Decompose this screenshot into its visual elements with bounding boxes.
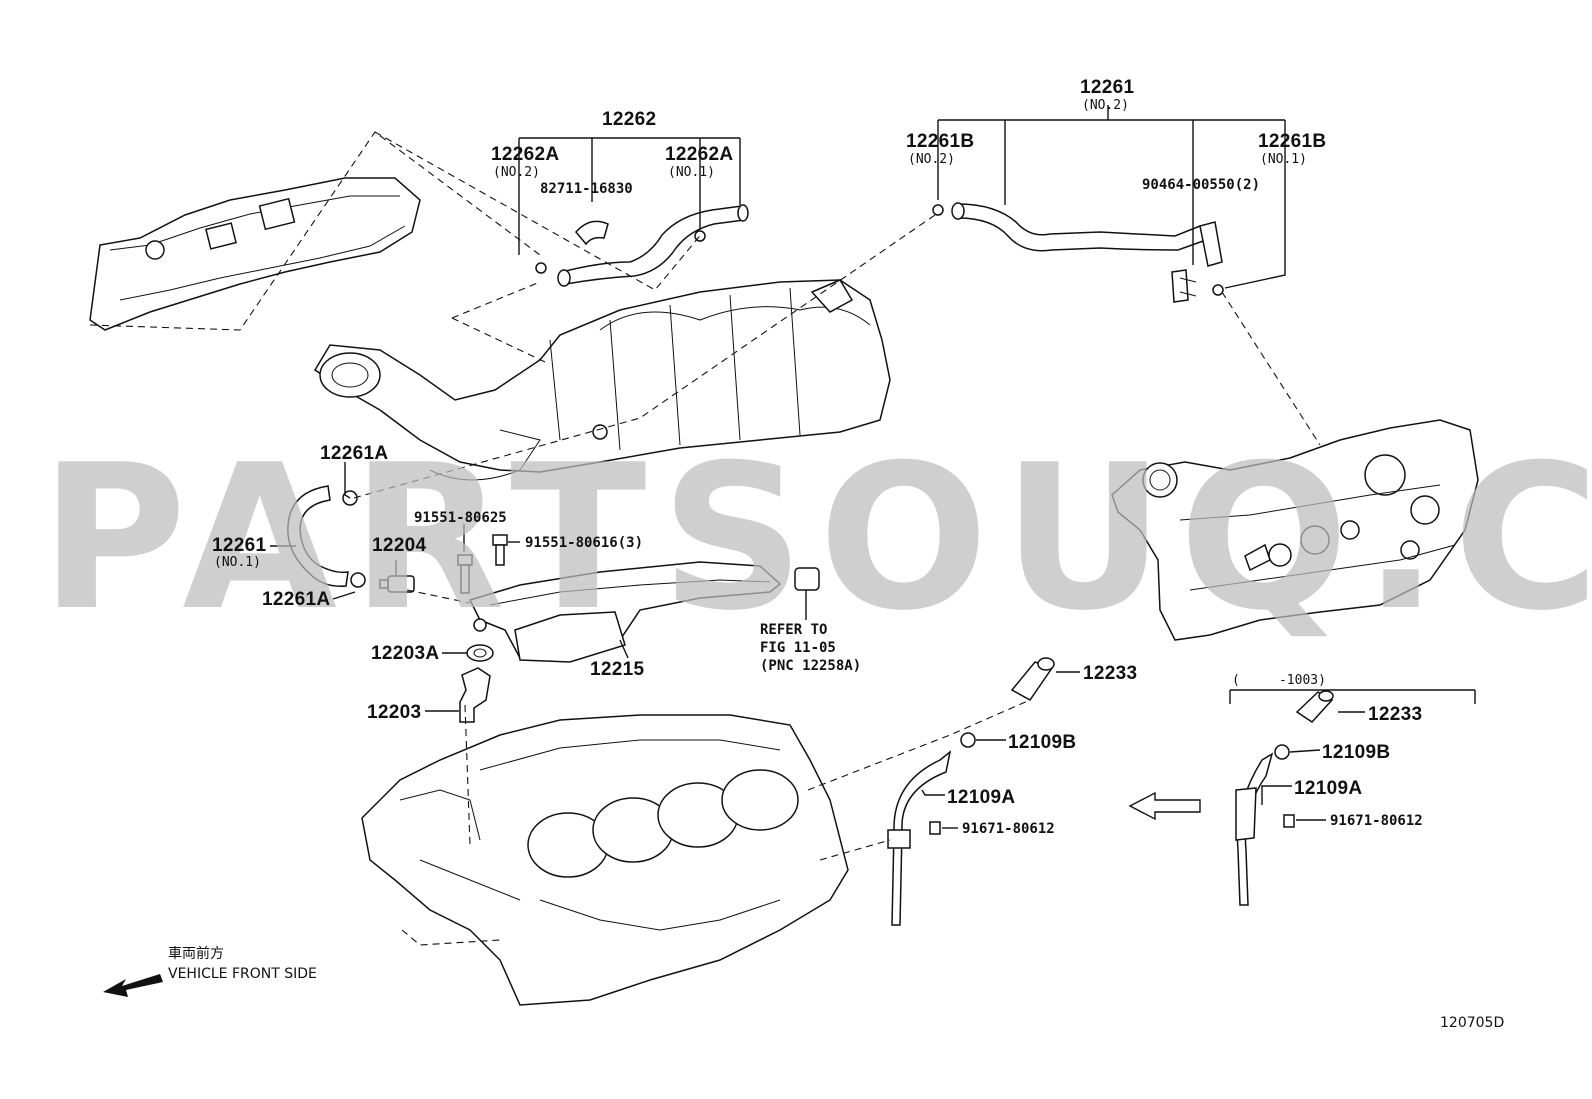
bolt-91551-80625: [457, 554, 473, 594]
label-12109B-main[interactable]: 12109B: [1008, 732, 1076, 753]
pcv-hose-12262: [535, 204, 749, 287]
ventilation-hose-12261-no1: [287, 485, 366, 588]
label-12109A-variant[interactable]: 12109A: [1294, 778, 1362, 799]
label-90464-00550[interactable]: 90464-00550(2): [1142, 177, 1260, 193]
label-12262A-no1[interactable]: 12262A: [665, 144, 733, 165]
label-91671-80612-main[interactable]: 91671-80612: [962, 821, 1055, 837]
variant-range-label: ( -1003): [1232, 673, 1326, 688]
label-12261-no2-sub: (NO.2): [1082, 98, 1129, 113]
bolt-91551-80616: [492, 534, 508, 566]
leader-lines: [270, 105, 1476, 829]
label-82711-16830[interactable]: 82711-16830: [540, 181, 633, 197]
label-91551-80616[interactable]: 91551-80616(3): [525, 535, 643, 551]
label-12262[interactable]: 12262: [602, 109, 656, 130]
label-12261-no2[interactable]: 12261: [1080, 77, 1134, 98]
dipstick-guide-main: [887, 657, 1055, 926]
phantom-lines: [89, 131, 1321, 946]
oil-separator-12215: [468, 561, 782, 663]
ventilation-hose-12261-no2: [932, 202, 1224, 303]
refer-note-line3: (PNC 12258A): [760, 658, 861, 674]
dipstick-guide-variant: [1235, 690, 1334, 906]
vehicle-front-label-jp: 車両前方: [168, 945, 224, 962]
label-12261B-no2-sub: (NO.2): [908, 152, 955, 167]
label-12261-no1[interactable]: 12261: [212, 535, 266, 556]
label-12233-variant[interactable]: 12233: [1368, 704, 1422, 725]
left-cylinder-head-cover: [89, 177, 421, 331]
refer-note-line1: REFER TO: [760, 622, 827, 638]
label-12261A-lower[interactable]: 12261A: [262, 589, 330, 610]
label-12261B-no2[interactable]: 12261B: [906, 131, 974, 152]
vehicle-front-arrow-icon: [103, 974, 163, 997]
pipe-12203: [459, 667, 491, 723]
label-91671-80612-variant[interactable]: 91671-80612: [1330, 813, 1423, 829]
cylinder-block: [361, 714, 849, 1006]
label-12262A-no1-sub: (NO.1): [668, 165, 715, 180]
label-12203[interactable]: 12203: [367, 702, 421, 723]
figure-id: 120705D: [1440, 1015, 1504, 1031]
vehicle-front-label-en: VEHICLE FRONT SIDE: [168, 966, 317, 982]
outline-arrow-icon: [1128, 791, 1201, 821]
label-12261-no1-sub: (NO.1): [214, 555, 261, 570]
plug-12258A: [794, 567, 820, 591]
sensor-12204: [379, 575, 415, 593]
label-12261B-no1[interactable]: 12261B: [1258, 131, 1326, 152]
label-12109B-variant[interactable]: 12109B: [1322, 742, 1390, 763]
label-12109A-main[interactable]: 12109A: [947, 787, 1015, 808]
refer-note-line2: FIG 11-05: [760, 640, 836, 656]
label-12261B-no1-sub: (NO.1): [1260, 152, 1307, 167]
label-12233-main[interactable]: 12233: [1083, 663, 1137, 684]
label-91551-80625[interactable]: 91551-80625: [414, 510, 507, 526]
label-12262A-no2-sub: (NO.2): [493, 165, 540, 180]
label-12204[interactable]: 12204: [372, 535, 426, 556]
label-12262A-no2[interactable]: 12262A: [491, 144, 559, 165]
label-12261A-upper[interactable]: 12261A: [320, 443, 388, 464]
watermark: PARTSOUQ.COM: [40, 422, 1592, 655]
intake-manifold: [313, 279, 891, 481]
label-12215[interactable]: 12215: [590, 659, 644, 680]
right-cylinder-head-cover: [1111, 419, 1479, 641]
label-12203A[interactable]: 12203A: [371, 643, 439, 664]
